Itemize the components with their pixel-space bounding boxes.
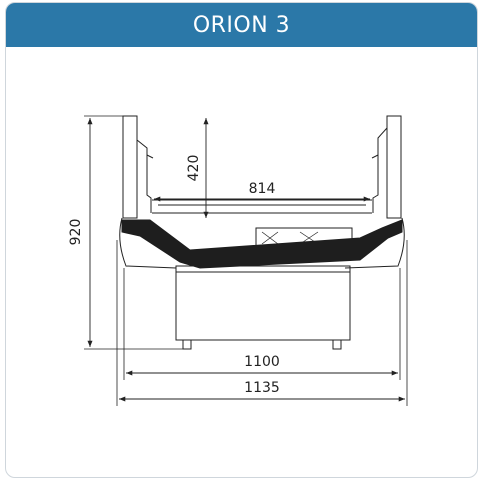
dimension-width-body: 1100 [123,268,401,380]
dimension-label-920: 920 [68,219,84,246]
dimension-height-upper: 420 [186,118,209,218]
left-glass-bracket [136,139,152,213]
insulated-tub [121,219,403,269]
right-post [386,115,402,219]
right-body-curve [344,217,405,269]
left-foot [182,339,192,350]
dimension-height-total: 920 [68,115,183,350]
left-body-curve [119,217,177,269]
dimension-label-1100: 1100 [244,354,280,370]
dimension-label-814: 814 [249,181,276,197]
left-post [122,115,138,219]
dimension-label-1135: 1135 [244,380,280,396]
dimension-width-inner: 814 [154,181,370,202]
title-bar: ORION 3 [6,3,477,47]
product-title: ORION 3 [192,12,291,38]
base-cabinet [175,265,351,341]
dimension-width-overall: 1135 [116,240,408,406]
dimension-label-420: 420 [186,155,202,182]
right-foot [332,339,342,350]
right-glass-bracket [372,127,388,213]
